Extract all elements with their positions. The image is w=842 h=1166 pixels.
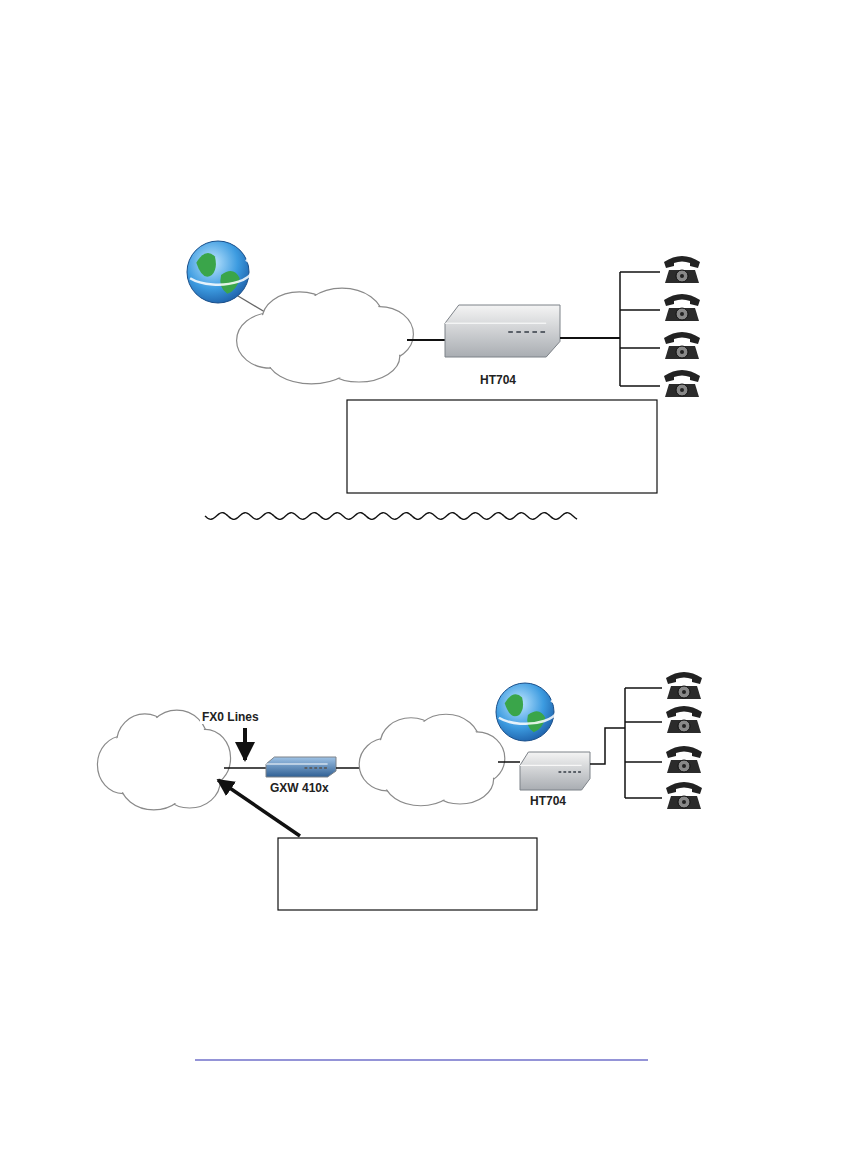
wire (620, 347, 660, 349)
device-label: HT704 (478, 374, 518, 387)
wire (620, 309, 660, 311)
wire (619, 272, 621, 386)
telephone-icon (666, 782, 702, 809)
telephone-icon (664, 294, 700, 321)
wire (625, 721, 662, 723)
wire (620, 271, 660, 273)
device-box (520, 752, 590, 790)
wire (620, 385, 660, 387)
device-box (445, 305, 560, 357)
link-underline (195, 1059, 648, 1060)
wire (625, 761, 662, 763)
telephone-icon (664, 370, 700, 397)
wire (243, 728, 247, 760)
note-box (347, 400, 657, 493)
network-cloud (97, 710, 230, 810)
telephone-icon (664, 256, 700, 283)
telephone-icon (666, 706, 702, 733)
network-cloud (359, 714, 505, 806)
wire (560, 337, 620, 339)
internet-globe (187, 241, 253, 303)
wire (498, 761, 520, 763)
wire (407, 339, 445, 341)
wavy-separator (205, 513, 577, 520)
wire (624, 688, 626, 798)
device-box (266, 757, 336, 777)
wire (224, 767, 266, 769)
wire (625, 797, 662, 799)
telephone-icon (666, 672, 702, 699)
device-label: HT704 (528, 795, 568, 808)
internet-globe (496, 683, 557, 741)
telephone-icon (666, 746, 702, 773)
device-label: GXW 410x (268, 782, 331, 795)
wire (590, 728, 625, 764)
network-cloud (237, 288, 414, 384)
note-box (278, 838, 537, 910)
telephone-icon (664, 332, 700, 359)
device-label: FX0 Lines (200, 711, 261, 724)
wire (625, 687, 662, 689)
